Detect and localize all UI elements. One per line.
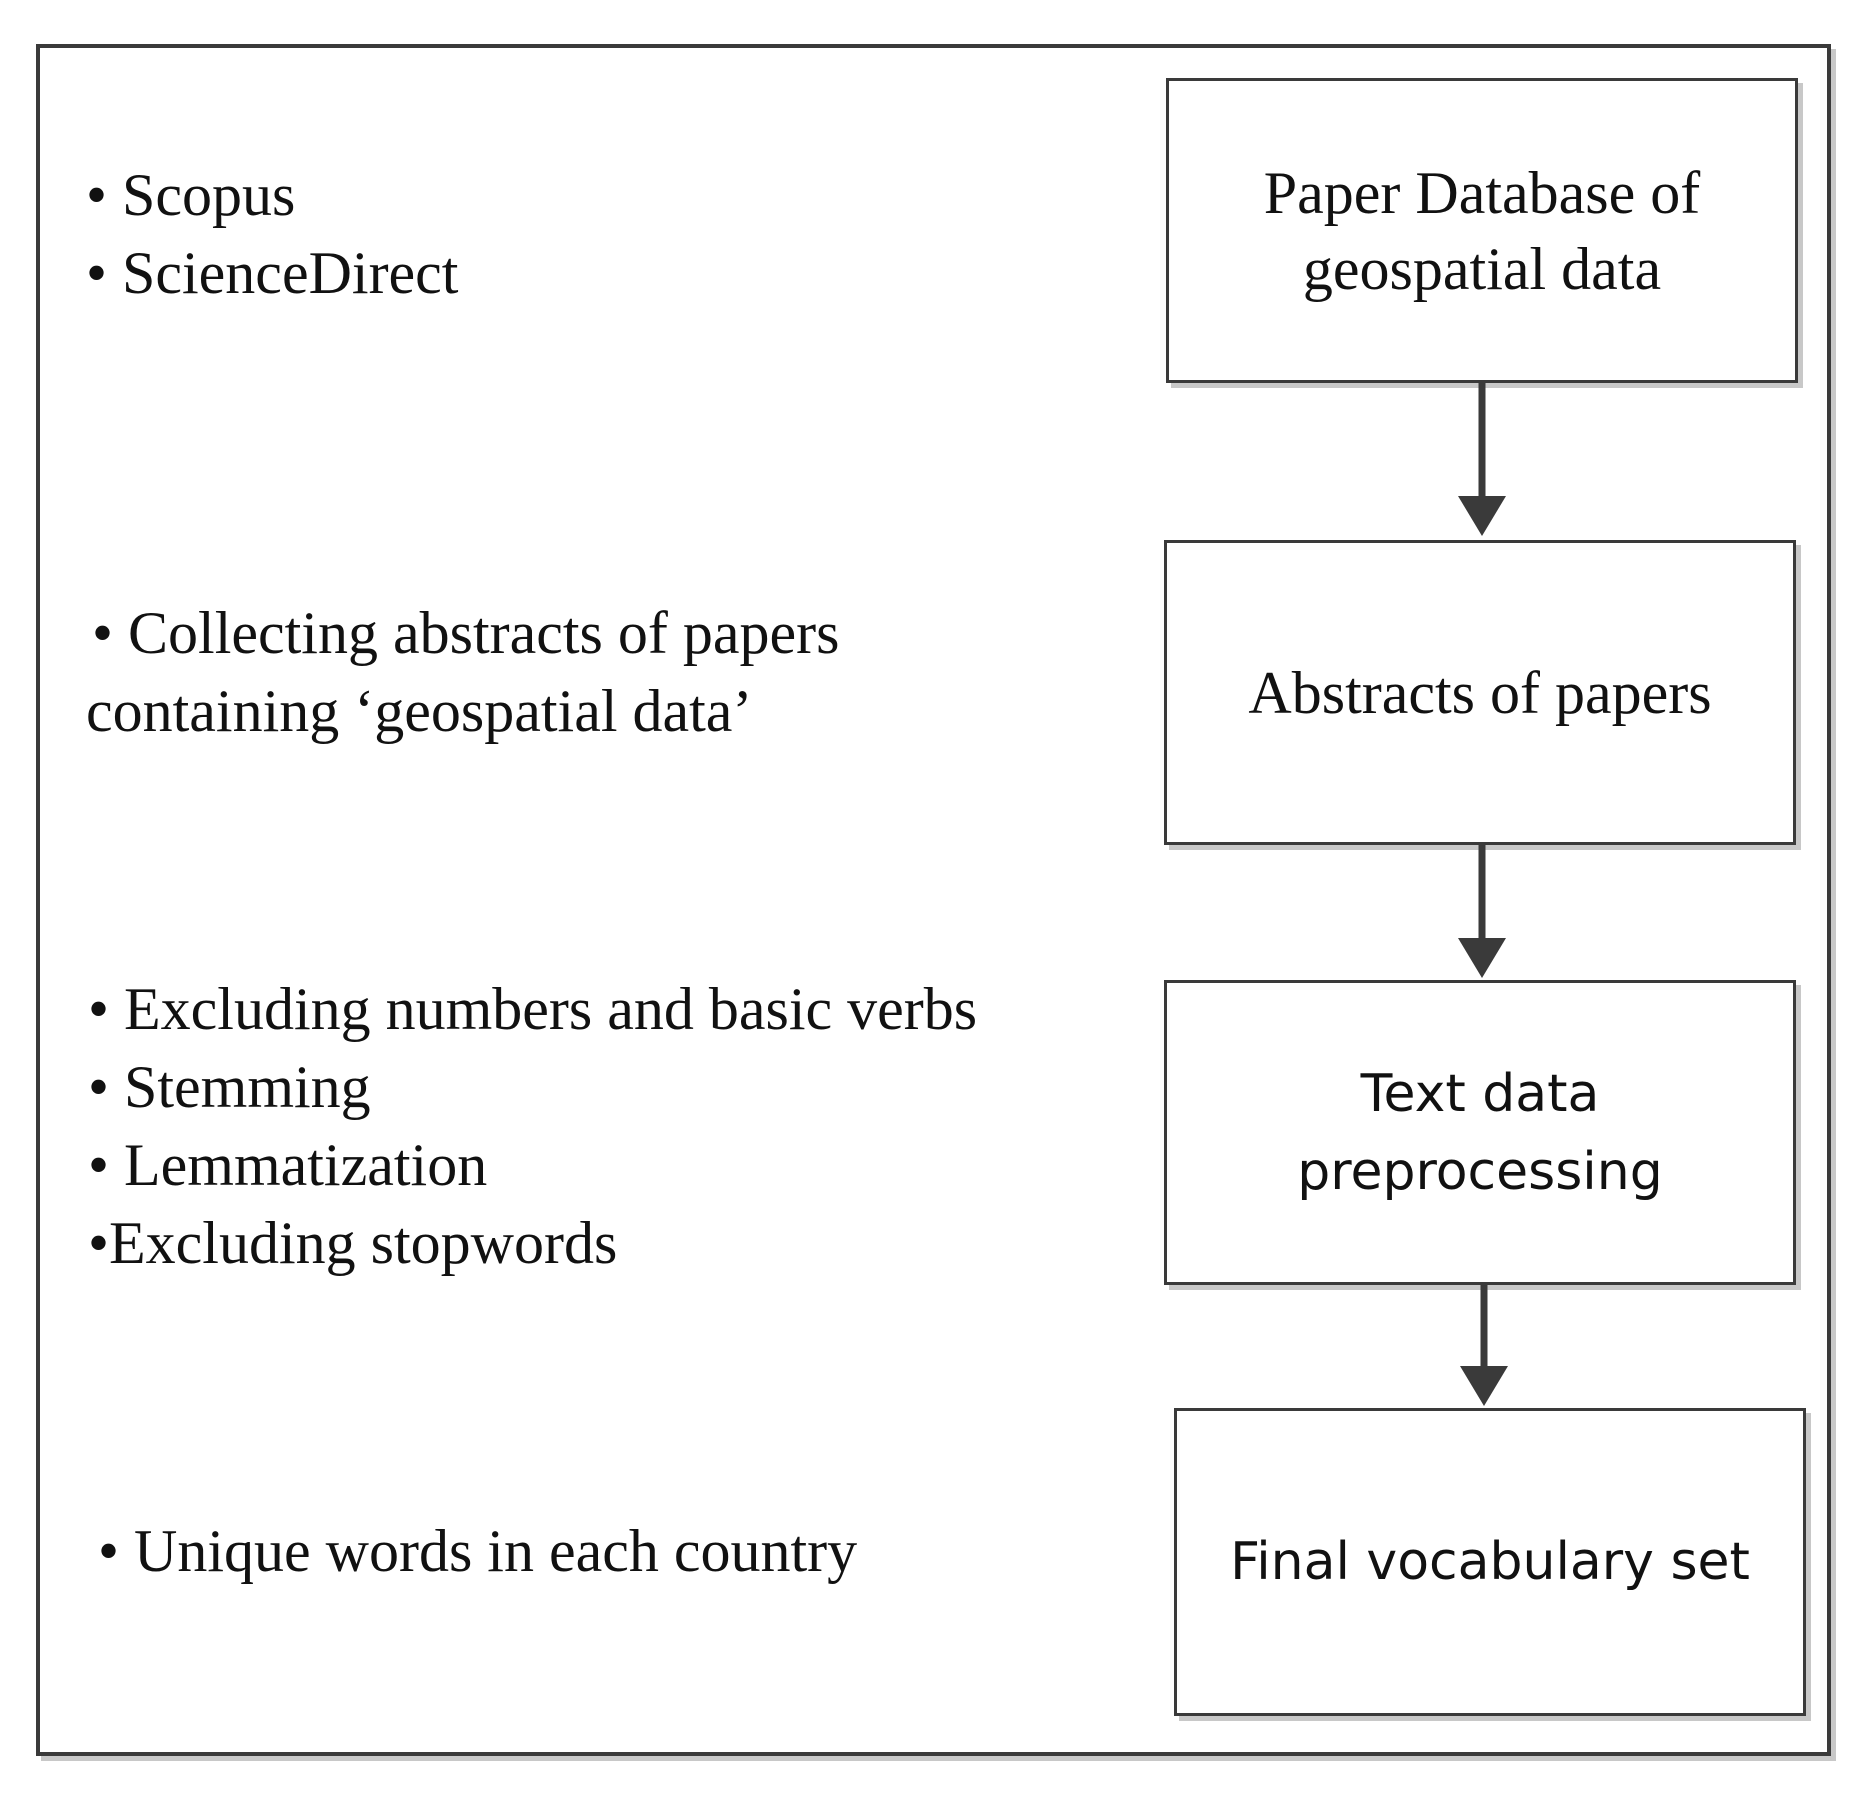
arrow-head	[1458, 496, 1506, 536]
arrow-preprocessing-to-final	[1460, 1285, 1508, 1406]
text-preprocessing-box: Text data preprocessing	[1164, 980, 1796, 1285]
arrow-abstracts-to-preprocessing	[1458, 845, 1506, 978]
note-line: • ScienceDirect	[86, 240, 459, 306]
final-vocabulary-box: Final vocabulary set	[1174, 1408, 1806, 1716]
abstracts-box: Abstracts of papers	[1164, 540, 1796, 845]
box-label-line: preprocessing	[1297, 1141, 1663, 1202]
box-label-line: Abstracts of papers	[1248, 659, 1712, 726]
box-label: Text data preprocessing	[1297, 1055, 1662, 1211]
arrow-head	[1460, 1366, 1508, 1406]
note-line: containing ‘geospatial data’	[86, 678, 753, 744]
paper-database-box: Paper Database of geospatial data	[1166, 78, 1798, 383]
sources-note: • Scopus • ScienceDirect	[86, 156, 458, 312]
note-line: • Scopus	[86, 162, 296, 228]
unique-words-note: • Unique words in each country	[98, 1512, 857, 1590]
note-line: • Collecting abstracts of papers	[92, 600, 840, 666]
box-label: Final vocabulary set	[1230, 1523, 1750, 1601]
preprocessing-note: • Excluding numbers and basic verbs • St…	[88, 970, 977, 1282]
collecting-note: • Collecting abstracts of papers contain…	[86, 594, 839, 750]
arrow-head	[1458, 938, 1506, 978]
box-label-line: Final vocabulary set	[1230, 1532, 1750, 1592]
arrow-database-to-abstracts	[1458, 383, 1506, 536]
note-line: • Lemmatization	[88, 1132, 488, 1198]
box-label-line: geospatial data	[1302, 235, 1662, 302]
note-line: • Excluding numbers and basic verbs	[88, 976, 978, 1042]
box-label: Paper Database of geospatial data	[1264, 155, 1700, 307]
box-label-line: Text data	[1360, 1063, 1600, 1124]
diagram-frame	[36, 44, 1831, 1756]
note-line: • Unique words in each country	[98, 1518, 858, 1584]
box-label-line: Paper Database of	[1263, 159, 1701, 226]
box-label: Abstracts of papers	[1248, 655, 1711, 731]
note-line: • Stemming	[88, 1054, 371, 1120]
note-line: •Excluding stopwords	[88, 1210, 618, 1276]
